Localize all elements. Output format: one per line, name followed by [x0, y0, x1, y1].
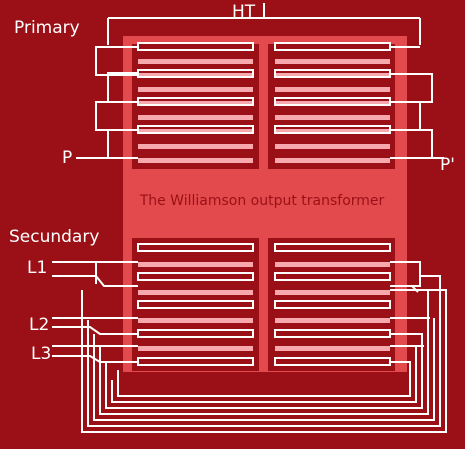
p-terminal-label: P [62, 148, 72, 168]
ht-label: HT [232, 2, 256, 22]
l2-label: L2 [29, 315, 49, 335]
secondary-wiring [52, 261, 447, 433]
secondary-label: Secundary [9, 227, 99, 247]
core-right-leg [395, 36, 407, 372]
core-window-lower-right [268, 238, 395, 371]
l3-label: L3 [31, 344, 51, 364]
secondary-windings [137, 243, 391, 366]
l1-label: L1 [27, 258, 47, 278]
primary-wiring [76, 3, 444, 159]
primary-label: Primary [14, 18, 80, 38]
diagram-title: The Williamson output transformer [139, 193, 385, 209]
p-prime-terminal-label: P' [440, 155, 455, 175]
core-window-lower-left [132, 238, 259, 371]
core-left-leg [123, 36, 132, 372]
core-center-leg [259, 36, 268, 372]
